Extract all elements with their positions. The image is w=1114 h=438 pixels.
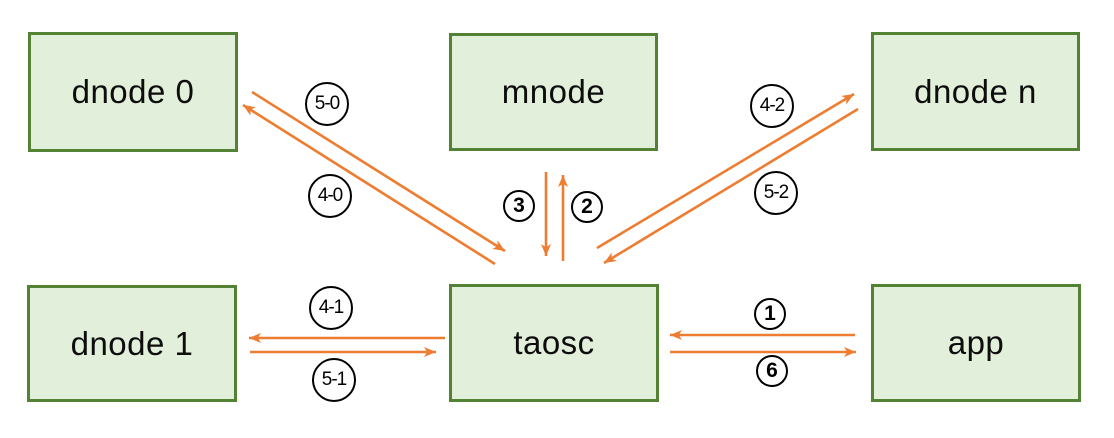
node-dnode1: dnode 1 bbox=[27, 285, 237, 402]
edge-label-4-1: 4-1 bbox=[309, 286, 353, 330]
node-dnode1-label: dnode 1 bbox=[70, 324, 194, 362]
edge-label-2: 2 bbox=[571, 191, 603, 223]
node-dnoden: dnode n bbox=[871, 32, 1080, 151]
arrow-5-2-dnoden-to-taosc bbox=[603, 107, 859, 265]
node-dnoden-label: dnode n bbox=[914, 72, 1037, 110]
node-taosc-label: taosc bbox=[513, 324, 595, 361]
edge-label-4-2: 4-2 bbox=[750, 84, 794, 128]
arrow-4-2-taosc-to-dnoden bbox=[596, 92, 855, 250]
node-app: app bbox=[871, 284, 1081, 402]
node-taosc: taosc bbox=[449, 284, 659, 402]
node-mnode: mnode bbox=[449, 33, 658, 151]
edge-label-5-1: 5-1 bbox=[312, 358, 356, 402]
node-mnode-label: mnode bbox=[501, 73, 606, 110]
node-dnode0-label: dnode 0 bbox=[71, 73, 195, 110]
arrow-5-0-dnode0-to-taosc bbox=[251, 90, 506, 253]
node-app-label: app bbox=[947, 324, 1005, 361]
arrow-4-0-taosc-to-dnode0 bbox=[242, 103, 496, 266]
edge-label-4-0: 4-0 bbox=[308, 174, 352, 218]
edge-label-3: 3 bbox=[503, 190, 535, 222]
edge-label-5-2: 5-2 bbox=[754, 171, 798, 215]
edge-label-1: 1 bbox=[754, 298, 786, 330]
node-dnode0: dnode 0 bbox=[28, 32, 238, 152]
edge-label-5-0: 5-0 bbox=[305, 82, 349, 126]
edge-label-6: 6 bbox=[756, 355, 788, 387]
